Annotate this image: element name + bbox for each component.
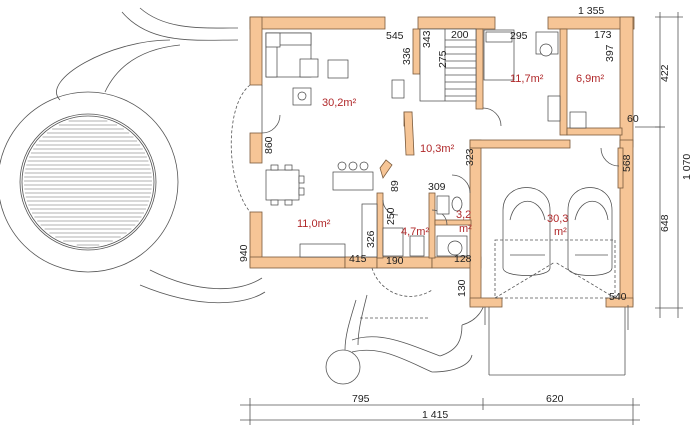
dim-422: 422 xyxy=(659,64,671,82)
walls xyxy=(249,16,635,308)
deck-planks xyxy=(24,120,152,246)
car-right xyxy=(567,187,613,276)
area-wc-line2: m² xyxy=(459,223,472,235)
dim-940: 940 xyxy=(238,244,250,262)
dim-60: 60 xyxy=(627,113,639,125)
dim-397: 397 xyxy=(604,44,616,62)
area-garage-line2: m² xyxy=(554,226,567,238)
dim-250: 250 xyxy=(385,207,397,225)
area-storage: 6,9m² xyxy=(576,73,604,85)
staircase xyxy=(419,28,477,102)
dim-545: 545 xyxy=(386,30,404,42)
dimension-lines xyxy=(240,12,683,425)
dim-1355: 1 355 xyxy=(578,5,604,17)
dim-415: 415 xyxy=(349,253,367,265)
dim-795: 795 xyxy=(352,393,370,405)
area-bath: 4,7m² xyxy=(401,226,429,238)
doors xyxy=(230,84,629,330)
car-left xyxy=(502,187,551,276)
dim-336: 336 xyxy=(401,47,413,65)
dim-128: 128 xyxy=(454,253,472,265)
area-hall: 10,3m² xyxy=(420,143,455,155)
dimension-labels: 1 355 545 336 343 200 275 295 173 397 42… xyxy=(238,5,693,421)
area-garage-line1: 30,3 xyxy=(547,213,568,225)
dim-860: 860 xyxy=(263,136,275,154)
dim-173: 173 xyxy=(594,29,612,41)
dim-130: 130 xyxy=(456,279,468,297)
dim-343: 343 xyxy=(421,30,433,48)
dim-540: 540 xyxy=(609,291,627,303)
dim-89: 89 xyxy=(389,180,401,192)
room-areas: 30,2m² 11,7m² 6,9m² 10,3m² 11,0m² 4,7m² … xyxy=(297,73,604,238)
dim-295: 295 xyxy=(510,30,528,42)
dim-648: 648 xyxy=(659,214,671,232)
dim-326: 326 xyxy=(365,230,377,248)
furniture xyxy=(265,28,616,299)
dim-568: 568 xyxy=(621,154,633,172)
dim-309: 309 xyxy=(428,181,446,193)
dim-1415: 1 415 xyxy=(422,409,448,421)
area-bedroom: 11,7m² xyxy=(510,73,544,85)
area-kitchen: 11,0m² xyxy=(297,218,331,230)
terrace xyxy=(0,7,266,304)
area-living: 30,2m² xyxy=(322,97,357,109)
dim-620: 620 xyxy=(546,393,564,405)
area-wc-line1: 3,2 xyxy=(456,209,471,221)
dim-200: 200 xyxy=(451,29,469,41)
dim-323: 323 xyxy=(464,148,476,166)
entry-path xyxy=(325,294,626,385)
dim-190: 190 xyxy=(386,255,404,267)
dim-275: 275 xyxy=(437,50,449,68)
dim-1070: 1 070 xyxy=(681,154,693,180)
